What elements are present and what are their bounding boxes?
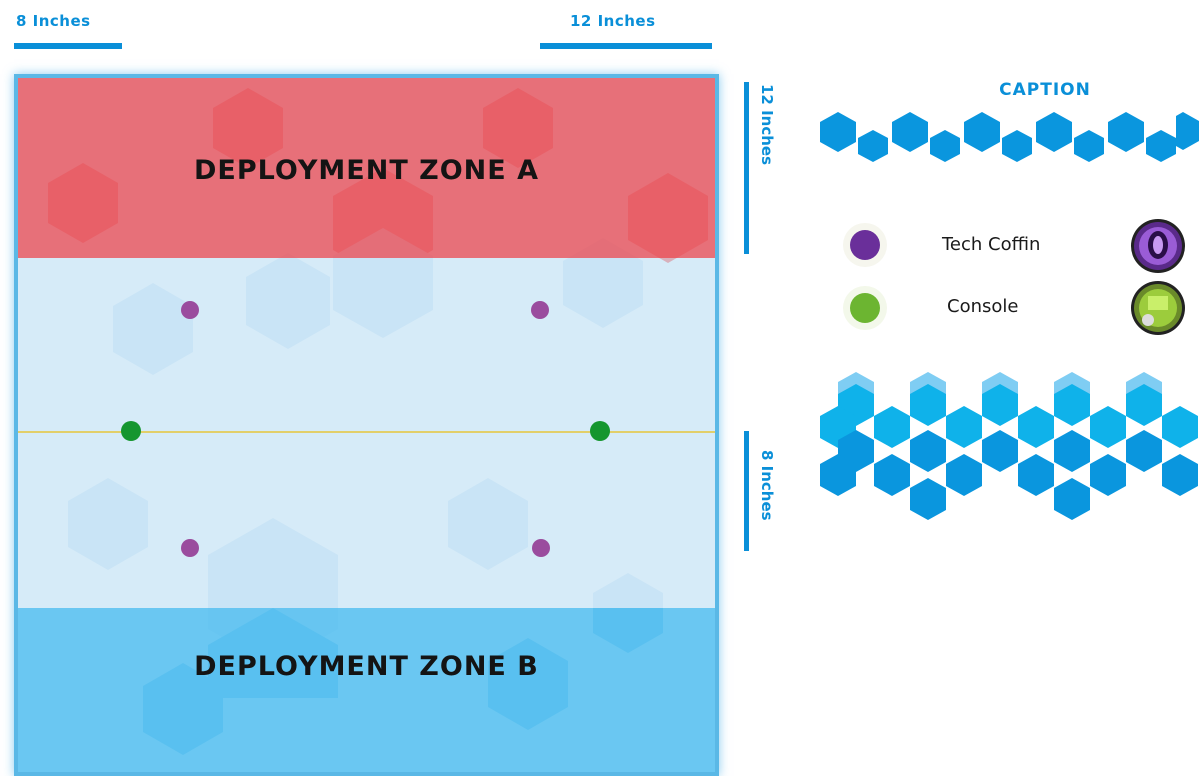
measure-bar-8-inches xyxy=(14,43,122,49)
center-line xyxy=(18,431,715,433)
deployment-zone-b-label: DEPLOYMENT ZONE B xyxy=(194,651,539,682)
tech-coffin-marker xyxy=(181,301,199,319)
deployment-zone-b: DEPLOYMENT ZONE B xyxy=(18,608,715,772)
caption-title: CAPTION xyxy=(999,80,1091,100)
tech-coffin-marker xyxy=(181,539,199,557)
measure-label-8-inches-vertical: 8 Inches xyxy=(758,450,776,521)
measure-vbar-12-inches xyxy=(744,82,749,254)
tech-coffin-token-icon xyxy=(1131,219,1185,273)
measure-label-12-inches: 12 Inches xyxy=(570,12,656,30)
console-swatch-icon xyxy=(843,286,887,330)
deployment-zone-a-label: DEPLOYMENT ZONE A xyxy=(193,155,540,186)
tech-coffin-swatch-icon xyxy=(843,223,887,267)
legend-label-tech-coffin: Tech Coffin xyxy=(942,234,1041,255)
console-marker xyxy=(121,421,141,441)
tech-coffin-marker xyxy=(532,539,550,557)
deployment-zone-a: DEPLOYMENT ZONE A xyxy=(18,78,715,258)
measure-vbar-8-inches xyxy=(744,431,749,551)
caption-hex-strip xyxy=(820,112,1199,162)
console-token-icon xyxy=(1131,281,1185,335)
legend-label-console: Console xyxy=(947,296,1019,317)
tech-coffin-marker xyxy=(531,301,549,319)
measure-label-12-inches-vertical: 12 Inches xyxy=(758,84,776,166)
measure-label-8-inches: 8 Inches xyxy=(16,12,91,30)
game-board: DEPLOYMENT ZONE A DEPLOYMENT ZONE B xyxy=(14,74,719,776)
console-marker xyxy=(590,421,610,441)
measure-bar-12-inches xyxy=(540,43,712,49)
hex-cluster-graphic xyxy=(820,372,1198,520)
